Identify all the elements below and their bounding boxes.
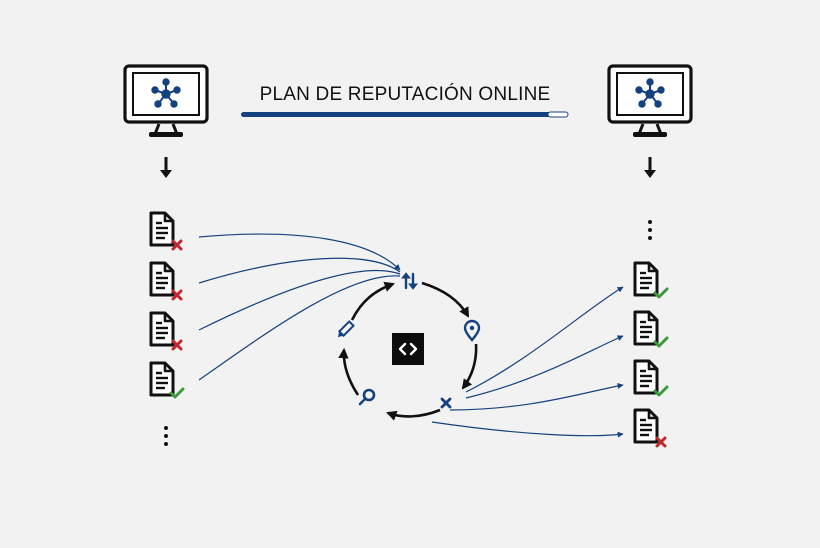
outbound-connectors [431, 286, 624, 438]
document-positive [149, 361, 185, 399]
ellipsis-left [164, 426, 168, 446]
transfer-arrows-icon [400, 272, 419, 290]
document-icon [633, 359, 659, 395]
document-icon [149, 311, 175, 347]
process-cycle [338, 281, 478, 421]
code-brackets-icon [392, 333, 424, 365]
document-negative [633, 408, 667, 448]
document-negative [149, 211, 183, 251]
document-icon [633, 408, 659, 444]
document-icon [633, 310, 659, 346]
location-pin-icon [463, 319, 481, 342]
document-icon [633, 261, 659, 297]
right-document-stack [633, 261, 669, 448]
monitor-left [123, 64, 209, 139]
ellipsis-right [648, 220, 652, 240]
diagram-title: PLAN DE REPUTACIÓN ONLINE [260, 83, 551, 105]
title-underline [241, 111, 569, 118]
document-icon [149, 211, 175, 247]
document-negative [149, 261, 183, 301]
document-positive [633, 359, 669, 397]
inbound-connectors [198, 233, 401, 381]
document-positive [633, 310, 669, 348]
document-icon [149, 261, 175, 297]
search-icon [358, 388, 376, 406]
document-icon [149, 361, 175, 397]
down-arrow-left [160, 157, 172, 178]
pencil-icon [337, 320, 355, 338]
document-negative [149, 311, 183, 351]
monitor-right [607, 64, 693, 139]
document-positive [633, 261, 669, 299]
close-icon [440, 397, 452, 409]
left-document-stack [149, 211, 185, 399]
down-arrow-right [644, 157, 656, 178]
